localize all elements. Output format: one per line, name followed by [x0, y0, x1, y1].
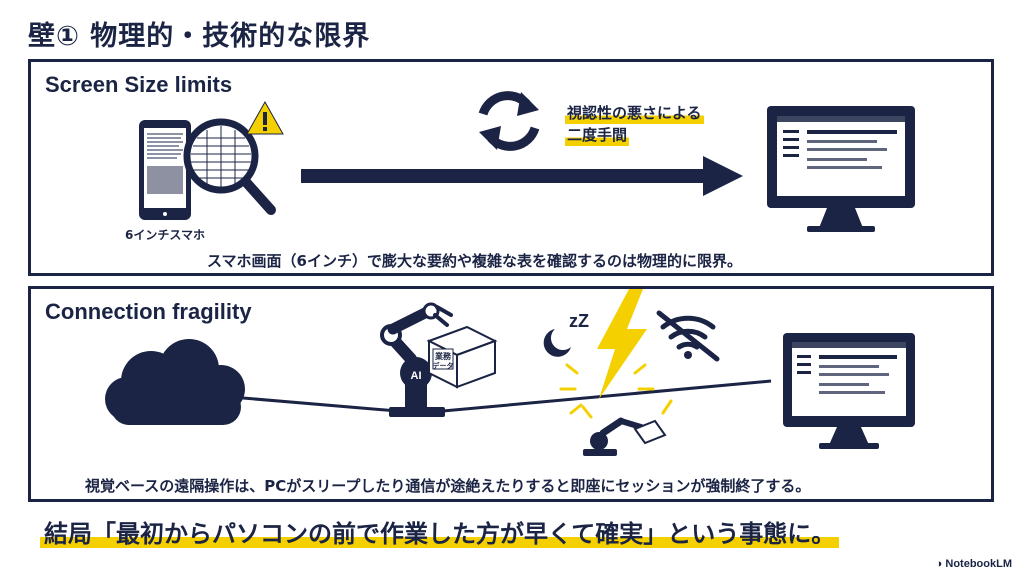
sleep-label: zZ	[569, 311, 589, 331]
sleep-icon: zZ	[543, 311, 589, 357]
note-line-1: 視認性の悪さによる	[565, 102, 704, 124]
panel-caption: 視覚ベースの遠隔操作は、PCがスリープしたり通信が途絶えたりすると即座にセッショ…	[85, 477, 811, 495]
fallen-robot-icon	[581, 399, 673, 456]
monitor-icon	[767, 106, 915, 232]
panel-caption: スマホ画面（6インチ）で膨大な要約や複雑な表を確認するのは物理的に限界。	[207, 252, 742, 270]
panel-screen-size: Screen Size limits	[28, 59, 994, 276]
monitor-icon	[783, 333, 915, 449]
brand-logo-icon: ◑	[935, 558, 946, 570]
spark-icon	[559, 363, 655, 415]
page-title: 壁① 物理的・技術的な限界	[28, 21, 371, 52]
panel-heading: Connection fragility	[45, 299, 252, 324]
smartphone-icon	[139, 120, 191, 220]
rework-note: 視認性の悪さによる 二度手間	[565, 102, 704, 146]
conclusion-text: 結局「最初からパソコンの前で作業した方が早くて確実」という事態に。	[40, 514, 840, 549]
screen-size-illustration	[139, 91, 915, 232]
connection-illustration: AI 業務 データ zZ	[105, 289, 915, 456]
data-box-icon: 業務 データ	[426, 325, 498, 389]
cloud-icon	[105, 339, 245, 425]
conclusion-highlight: 結局「最初からパソコンの前で作業した方が早くて確実」という事態に。	[40, 520, 840, 548]
magnifier-icon	[183, 118, 276, 215]
connection-line	[230, 379, 772, 415]
robot-arm-icon: AI	[380, 302, 453, 417]
brand-name: NotebookLM	[945, 558, 1012, 570]
refresh-icon	[478, 91, 540, 151]
panel-heading: Screen Size limits	[45, 72, 233, 97]
panel-connection-fragility: Connection fragility AI	[28, 286, 994, 502]
box-label-line-2: データ	[433, 361, 454, 370]
wifi-off-icon	[656, 310, 720, 362]
note-line-2: 二度手間	[565, 124, 630, 146]
robot-label: AI	[411, 370, 422, 382]
brand-watermark: ◑ NotebookLM	[936, 558, 1012, 570]
arrow-right-icon	[301, 156, 743, 196]
box-label-line-1: 業務	[434, 351, 452, 361]
phone-label: 6インチスマホ	[125, 228, 205, 242]
lightning-icon	[597, 289, 647, 399]
warning-icon	[246, 100, 284, 135]
